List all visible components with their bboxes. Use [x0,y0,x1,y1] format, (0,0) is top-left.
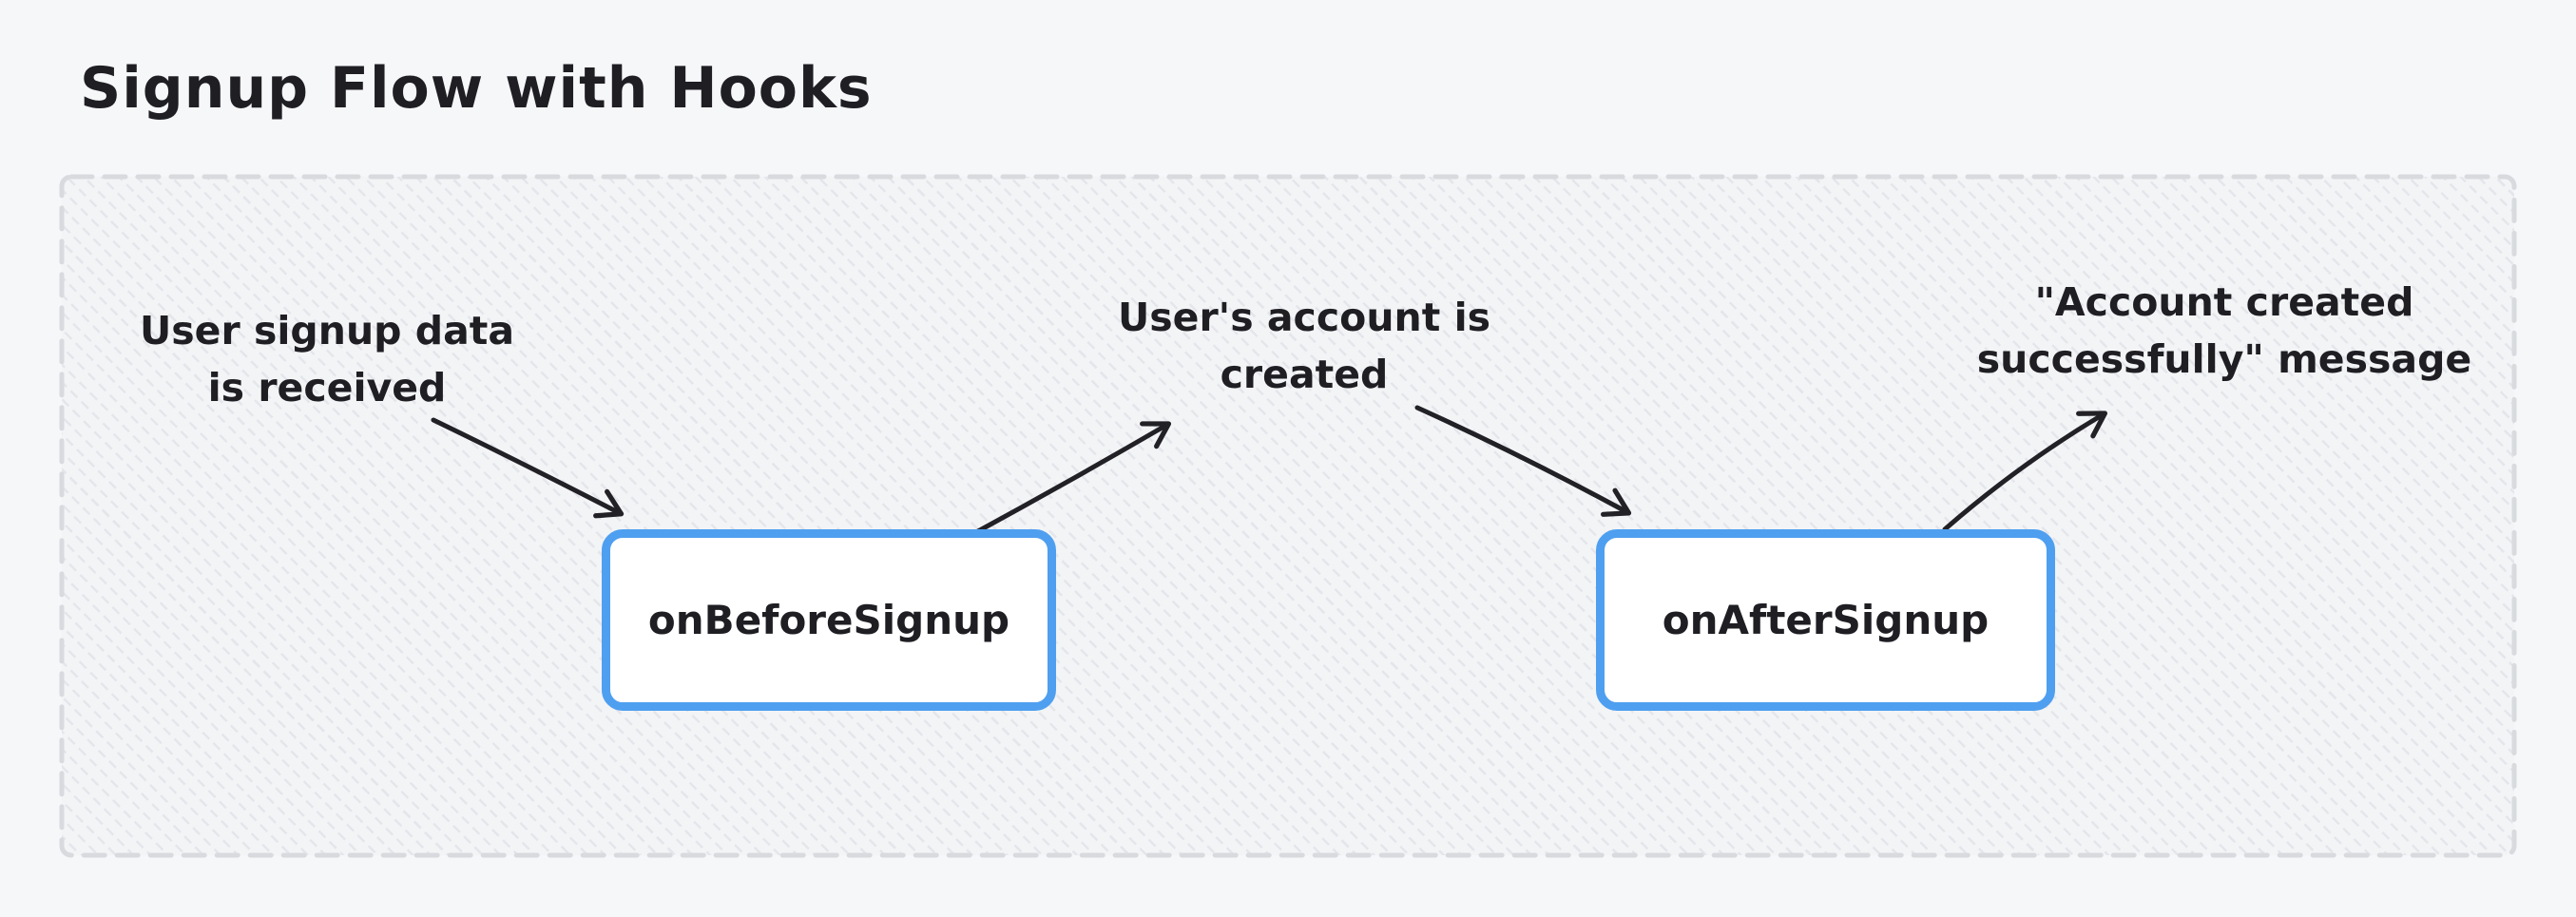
diagram-title: Signup Flow with Hooks [80,55,873,122]
node-onaftersignup: onAfterSignup [1596,529,2055,711]
node-onbeforesignup-label: onBeforeSignup [647,597,1010,643]
node-onaftersignup-label: onAfterSignup [1662,597,1990,643]
annotation-success-message: "Account created successfully" message [1976,279,2472,382]
annotation-signup-data-received: User signup data is received [139,308,515,411]
annotation-account-created: User's account is created [1117,295,1491,397]
node-onbeforesignup: onBeforeSignup [602,529,1056,711]
